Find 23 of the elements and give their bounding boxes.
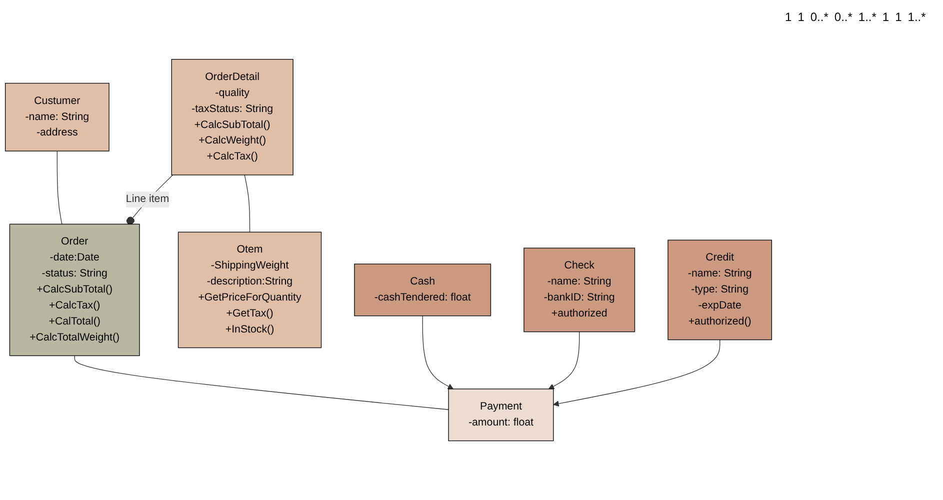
arrow (553, 339, 720, 406)
connector (74, 355, 449, 410)
arrow (548, 331, 580, 390)
multiplicity-label: 1 (882, 10, 890, 24)
multiplicity-label: 0..* (810, 10, 828, 24)
node-box: Check -name: String -bankID: String +authorized (524, 248, 636, 332)
multiplicity-label: 1..* (908, 10, 926, 24)
multiplicity-label: 1 (895, 10, 902, 24)
multiplicity-label: 1 (798, 10, 804, 24)
node-box: Cash -cashTendered: float (354, 264, 492, 316)
connector (244, 174, 250, 232)
node-box: Credit -name: String -type: String -expDate +authorized() (668, 240, 772, 340)
multiplicity-label: 1..* (858, 10, 876, 24)
multiplicity-label: 1 (785, 10, 792, 24)
node-box: OrderDetail -quality -taxStatus: String +CalcSubTotal() +CalcWeight() +CalcTax() (171, 58, 294, 176)
node-box: Otem -ShippingWeight -description:String +GetPriceForQuantity +GetTax() +InStock() (178, 232, 322, 348)
multiplicity-label: 0..* (834, 10, 852, 24)
arrow (422, 315, 454, 390)
connector (56, 150, 62, 224)
node-box: Payment -amount: float (448, 388, 554, 442)
edge-label: Line item (126, 194, 170, 205)
node-box: Custumer -name: String -address (4, 82, 110, 152)
node-box: Order -date:Date -status: String +CalcSubTotal() +CalcTax() +CalTotal() +CalcTotalWeight() (9, 224, 140, 356)
